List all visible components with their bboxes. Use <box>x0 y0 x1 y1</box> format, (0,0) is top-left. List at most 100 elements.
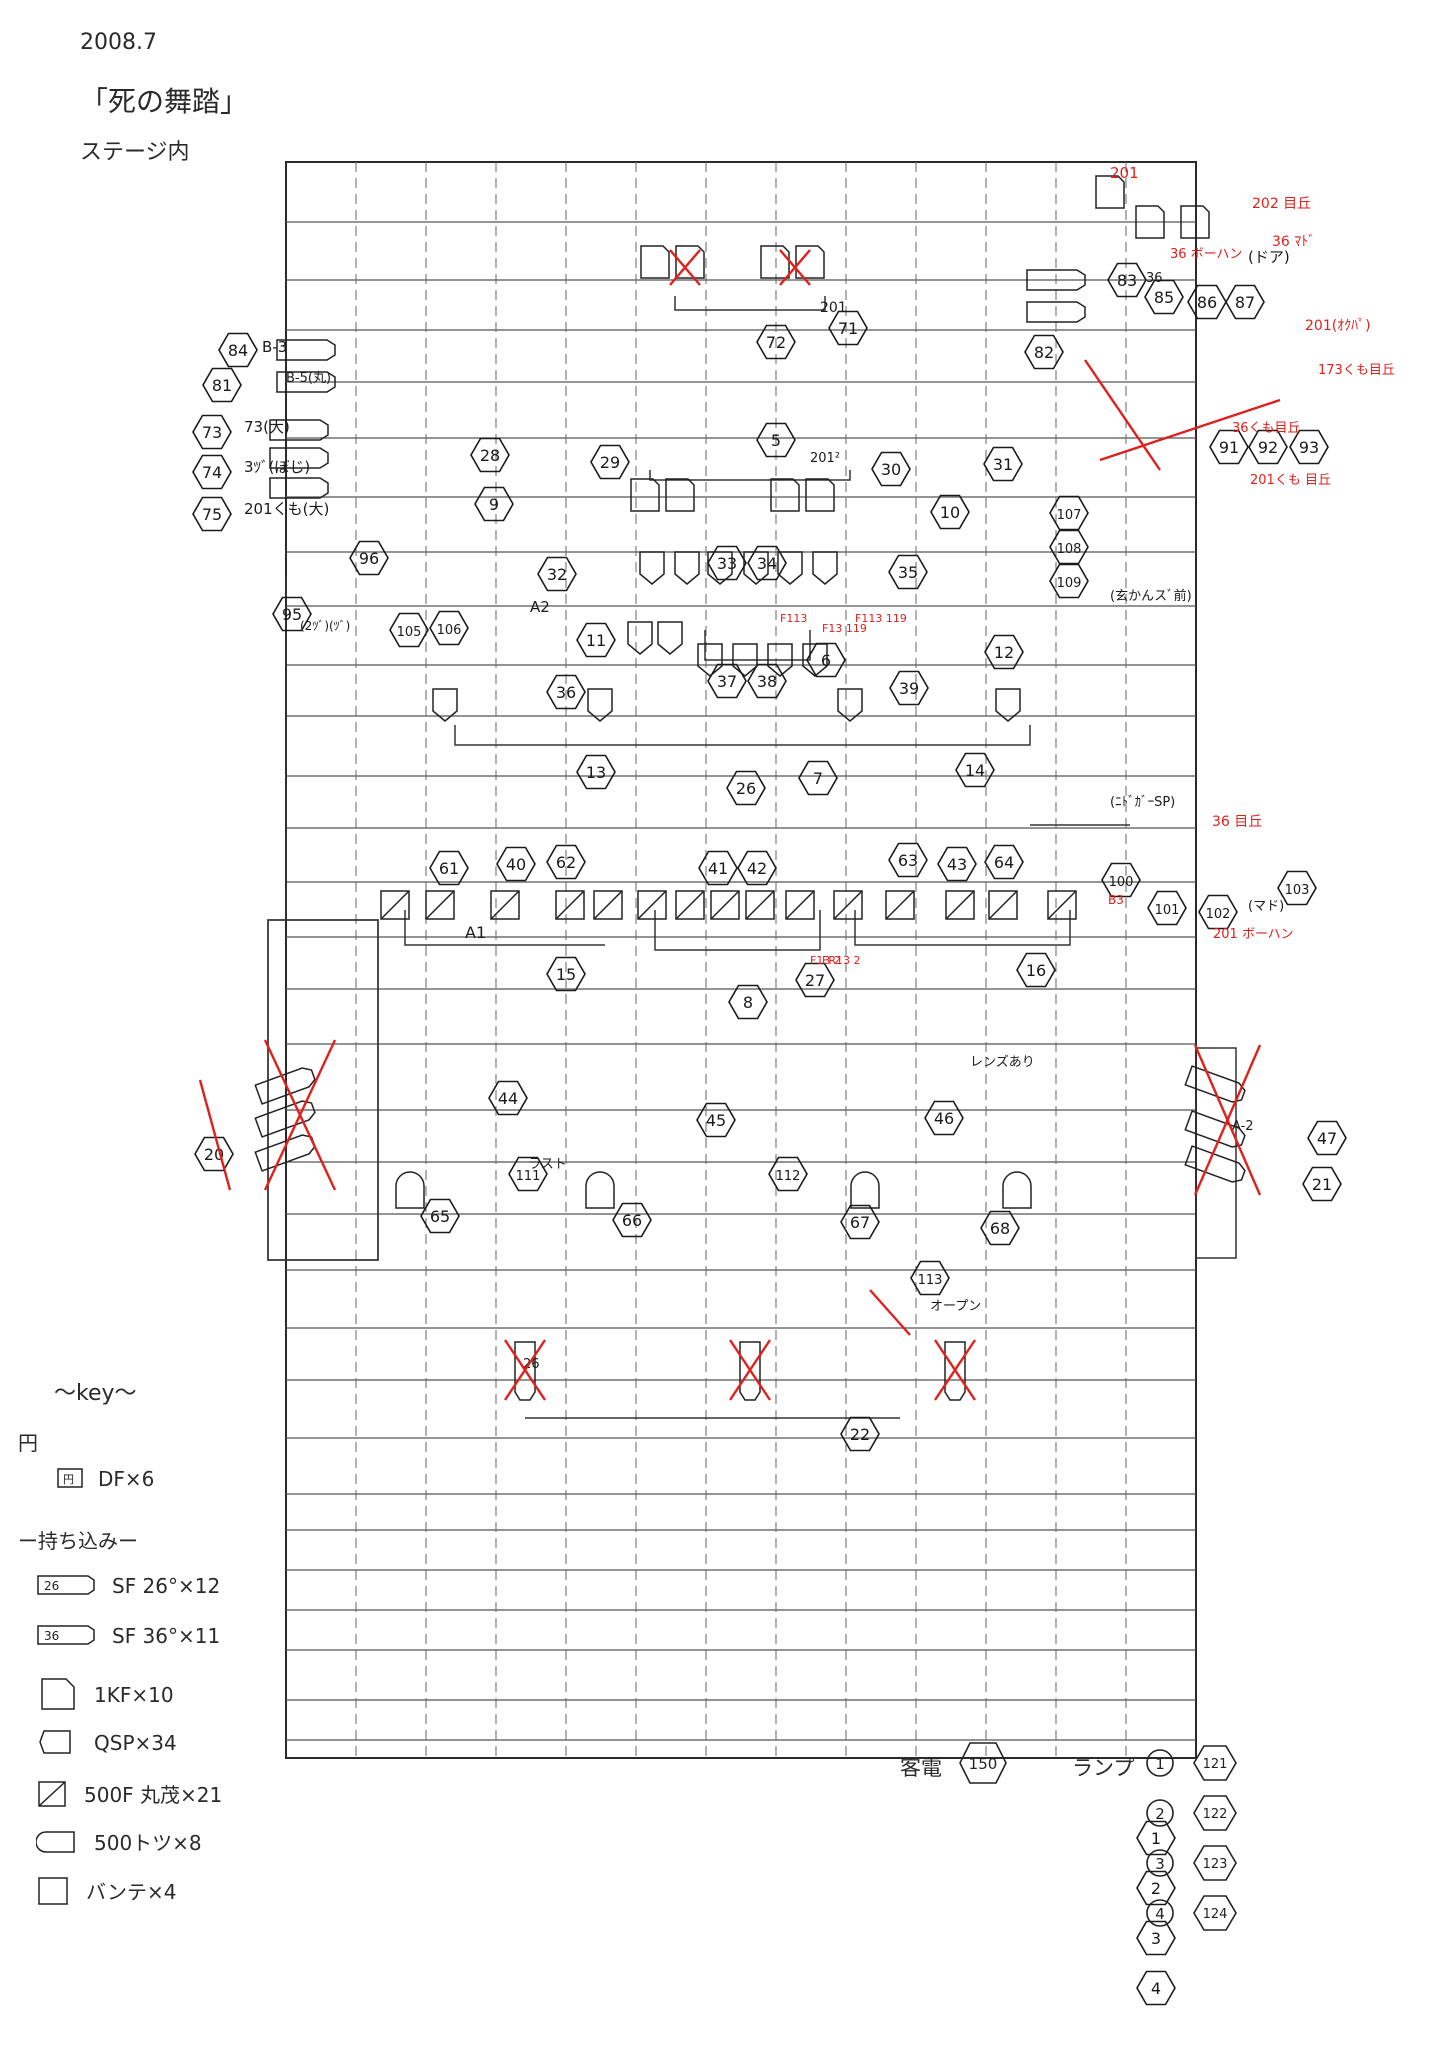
instrument-number: 72 <box>766 333 786 352</box>
hex-tag-icon <box>1101 862 1141 898</box>
instrument-tag: 21 <box>1302 1166 1342 1202</box>
instrument-number: 67 <box>850 1213 870 1232</box>
red-annotation: 202 目丘 <box>1252 196 1311 212</box>
hex-tag-icon <box>924 1100 964 1136</box>
lamp-hex-icon <box>1193 1845 1237 1881</box>
plan-label: (ドア) <box>1248 248 1290 266</box>
key-item-500f: 500F 丸茂×21 <box>36 1779 222 1814</box>
fixture-1kf-icon <box>1095 175 1125 209</box>
red-strike <box>729 1339 771 1401</box>
key-item-500f-label: 500F 丸茂×21 <box>84 1783 223 1807</box>
instrument-number: 96 <box>359 549 379 568</box>
hex-tag-icon <box>537 556 577 592</box>
instrument-number: 75 <box>202 505 222 524</box>
instrument-tag: 95 <box>272 596 312 632</box>
fixture-qsp-icon <box>674 551 700 585</box>
lamp-hex-num: 124 <box>1203 1907 1228 1922</box>
fixture-1kf-icon <box>795 245 825 279</box>
fixture-sf-icon <box>1184 1110 1246 1148</box>
instrument-tag: 39 <box>889 670 929 706</box>
instrument-number: 31 <box>993 455 1013 474</box>
lamp-hex-num: 122 <box>1203 1807 1228 1822</box>
red-strike <box>869 1289 911 1336</box>
hex-tag-icon <box>349 540 389 576</box>
instrument-number: 37 <box>717 672 737 691</box>
plan-label: 3ﾂﾞ(ぼじ) <box>244 458 310 476</box>
fixture-500tots-icon <box>395 1171 425 1209</box>
hex-tag-icon <box>488 1080 528 1116</box>
instrument-number: 3 <box>1151 1929 1161 1948</box>
instrument-number: 32 <box>547 565 567 584</box>
instrument-tag: 5 <box>756 422 796 458</box>
key-item-sf26: 26 SF 26°×12 <box>36 1573 220 1602</box>
red-annotation: 36 ボーハン <box>1170 247 1242 262</box>
instrument-number: 41 <box>708 859 728 878</box>
instrument-number: 93 <box>1299 438 1319 457</box>
red-annotation: 201 <box>1110 164 1139 182</box>
key-item-df-label: DF×6 <box>98 1467 155 1491</box>
fixture-qsp-icon <box>639 551 665 585</box>
fixture-500f-icon <box>885 890 915 920</box>
hex-tag-icon <box>840 1416 880 1452</box>
fixture-500f-icon <box>785 890 815 920</box>
fixture-1kf-icon <box>640 245 670 279</box>
instrument-number: 113 <box>918 1273 943 1288</box>
instrument-tag: 26 <box>726 770 766 806</box>
plan-label: A2 <box>530 598 550 616</box>
instrument-tag: 61 <box>429 850 469 886</box>
hex-tag-icon <box>840 1204 880 1240</box>
fixture-sf-icon <box>269 447 329 469</box>
fixture-500f-icon <box>380 890 410 920</box>
fixture-qsp-icon <box>657 621 683 655</box>
hex-tag-icon <box>508 1156 548 1192</box>
instrument-number: 61 <box>439 859 459 878</box>
plan-label: A-2 <box>1232 1119 1254 1134</box>
instrument-number: 39 <box>899 679 919 698</box>
instrument-number: 111 <box>516 1169 541 1184</box>
instrument-tag: 105 <box>389 612 429 648</box>
hex-tag-icon <box>202 367 242 403</box>
instrument-tag: 72 <box>756 324 796 360</box>
instrument-number: 13 <box>586 763 606 782</box>
instrument-number: 35 <box>898 563 918 582</box>
instrument-tag: 14 <box>955 752 995 788</box>
hex-tag-icon <box>192 414 232 450</box>
stage-left-block <box>267 919 379 1261</box>
instrument-number: 6 <box>821 651 831 670</box>
instrument-number: 4 <box>1151 1979 1161 1998</box>
red-annotation: FR13 2 <box>822 954 860 967</box>
fixture-sf-icon <box>1184 1145 1246 1183</box>
instrument-tag: 41 <box>698 850 738 886</box>
key-item-sf26-label: SF 26°×12 <box>112 1574 221 1598</box>
fixture-500f-icon <box>675 890 705 920</box>
instrument-number: 11 <box>586 631 606 650</box>
hex-tag-icon <box>192 496 232 532</box>
hex-tag-icon <box>1107 262 1147 298</box>
instrument-tag: 82 <box>1024 334 1064 370</box>
document-title: 「死の舞踏」 <box>80 85 249 118</box>
red-strike <box>1084 359 1161 471</box>
key-item-qsp: QSP×34 <box>36 1727 177 1762</box>
instrument-number: 45 <box>706 1111 726 1130</box>
fixture-qsp-icon <box>777 551 803 585</box>
instrument-number: 9 <box>489 495 499 514</box>
batten-2 <box>649 470 851 481</box>
hex-tag-icon <box>1209 429 1249 465</box>
red-annotation: 201くも 目丘 <box>1250 473 1331 488</box>
fixture-500f-icon <box>593 890 623 920</box>
hex-tag-icon <box>546 844 586 880</box>
instrument-tag: 71 <box>828 310 868 346</box>
fixture-sf-icon <box>1026 269 1086 291</box>
hex-tag-icon <box>1049 495 1089 531</box>
lamp-circle-icon <box>1146 1899 1174 1927</box>
key-item-1kf-label: 1KF×10 <box>94 1683 174 1707</box>
red-strikes <box>198 249 1281 1401</box>
fixture-500tots-icon <box>585 1171 615 1209</box>
instrument-tag: 35 <box>888 554 928 590</box>
hex-tag-icon <box>1147 890 1187 926</box>
hex-tag-icon <box>1307 1120 1347 1156</box>
instrument-number: 2 <box>1151 1879 1161 1898</box>
